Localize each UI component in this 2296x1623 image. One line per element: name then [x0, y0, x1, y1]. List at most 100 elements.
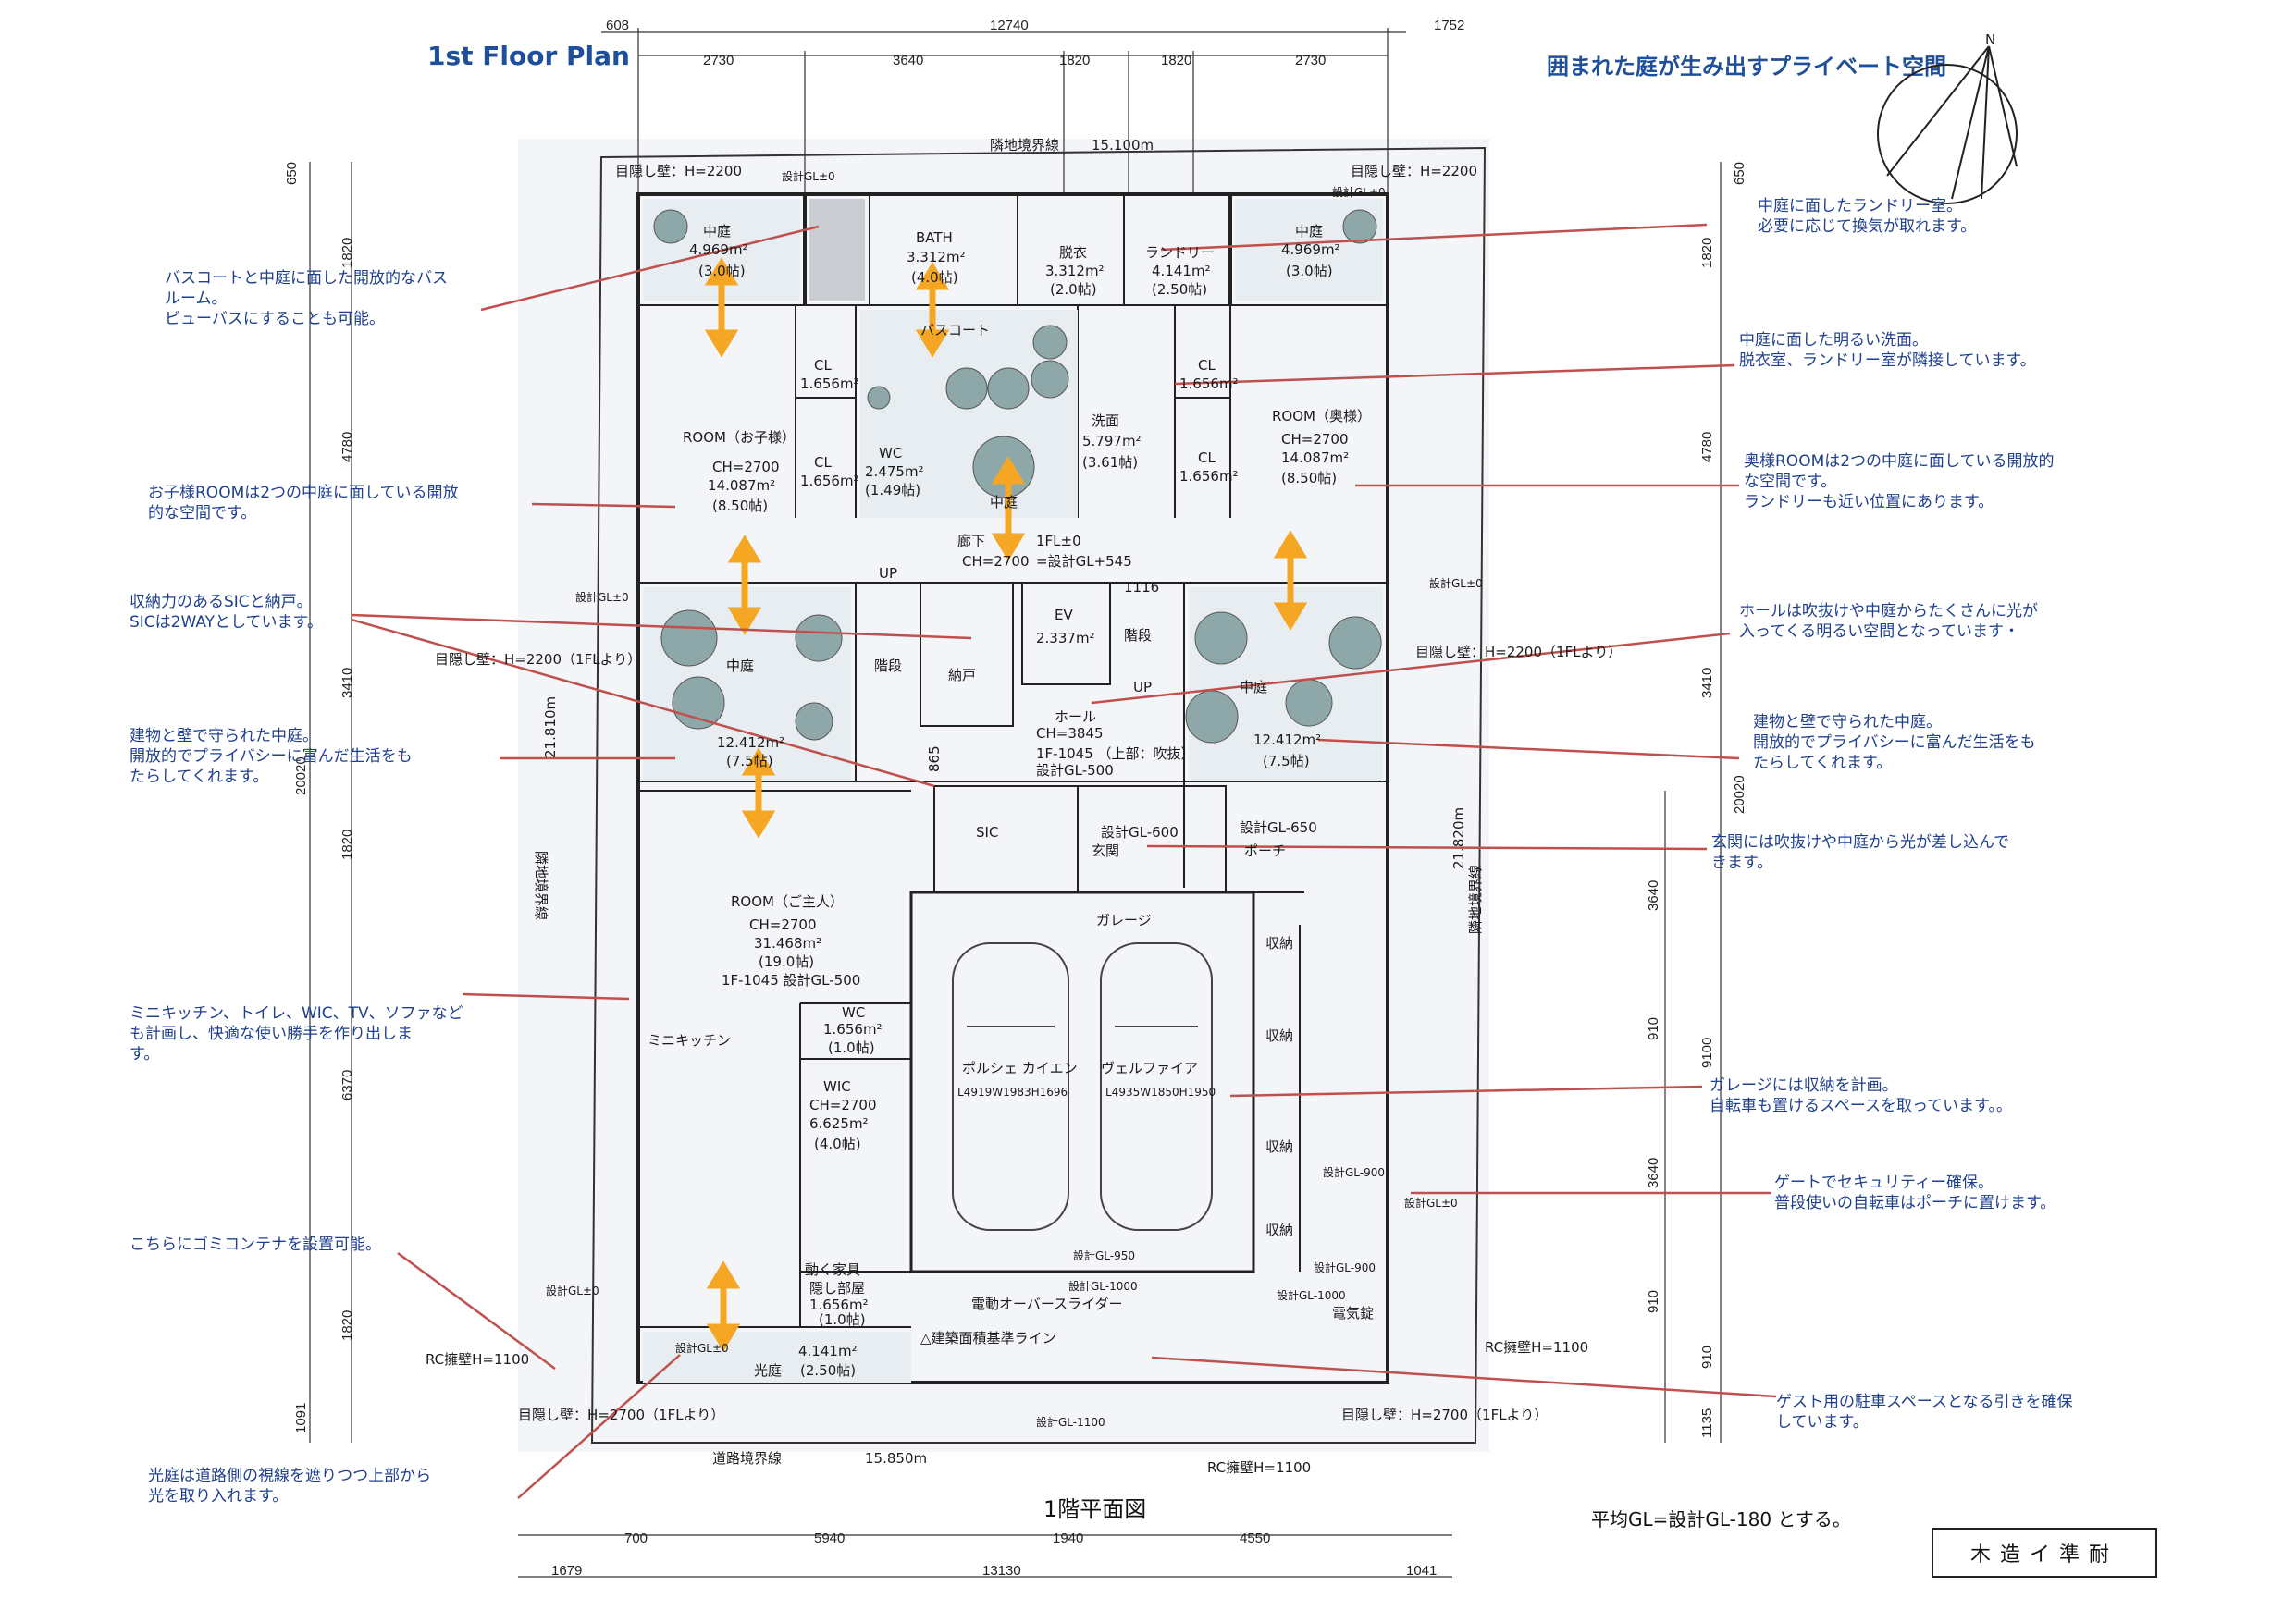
- annotation-master: ミニキッチン、トイレ、WIC、TV、ソファなど も計画し、快適な使い勝手を作り出…: [130, 1004, 463, 1064]
- label-mini-kitchen: ミニキッチン: [648, 1032, 731, 1049]
- room-labels: 中庭 4.969m² (3.0帖) BATH 3.312m² (4.0帖) 脱衣…: [648, 223, 1374, 1379]
- note-screen-ne: 目隠し壁：H=2200: [1351, 163, 1477, 179]
- annotation-kid-room: お子様ROOMは2つの中庭に面している開放 的な空間です。: [148, 484, 459, 523]
- annotation-gate: ゲートでセキュリティー確保。 普段使いの自転車はポーチに置けます。: [1774, 1174, 2056, 1212]
- note-gl0-g: 設計GL±0: [675, 1341, 729, 1355]
- note-screen-w: 目隠し壁：H=2200（1FLより）: [435, 651, 641, 668]
- label-dressing: 脱衣: [1059, 244, 1087, 261]
- annotation-laundry: 中庭に面したランドリー室。 必要に応じて換気が取れます。: [1758, 197, 1977, 236]
- label-light-court-tatami: (2.50帖): [800, 1362, 856, 1379]
- label-kid-room-ch: CH=2700: [712, 459, 780, 475]
- label-entrance: 玄関: [1092, 842, 1119, 859]
- label-bath: BATH: [916, 229, 953, 246]
- dim-right-g: 910: [1646, 1017, 1661, 1040]
- note-gl0-f: 設計GL±0: [1404, 1196, 1458, 1210]
- label-cl-d: CL: [1198, 449, 1216, 466]
- right-boundary-label: 隣地境界線: [1467, 865, 1484, 934]
- dim-right-l: 1135: [1699, 1408, 1715, 1438]
- note-screen-e: 目隠し壁：H=2200（1FLより）: [1415, 644, 1622, 660]
- label-courtyard-nw-area: 4.969m²: [689, 241, 748, 258]
- label-laundry: ランドリー: [1145, 244, 1215, 261]
- note-gl950: 設計GL-950: [1073, 1248, 1135, 1262]
- dim-left-h: 1820: [339, 1310, 355, 1341]
- label-wic-ch: CH=2700: [809, 1097, 877, 1113]
- dim-bot-total: 13130: [982, 1563, 1021, 1579]
- dim-left-i: 1091: [293, 1403, 309, 1433]
- label-courtyard-nw-tatami: (3.0帖): [698, 263, 746, 279]
- label-mid-court: 中庭: [990, 494, 1018, 510]
- label-cl-a-area: 1.656m²: [800, 375, 859, 392]
- dim-top-c: 1820: [1059, 53, 1090, 68]
- label-car1-size: L4919W1983H1696: [957, 1086, 1068, 1099]
- note-gl0-e: 設計GL±0: [546, 1284, 599, 1297]
- label-movable-furniture: 動く家具: [805, 1261, 860, 1278]
- annotation-leaders: [351, 223, 1777, 1499]
- label-wc-a-area: 2.475m²: [865, 463, 924, 480]
- label-shutter: 電動オーバースライダー: [971, 1296, 1123, 1312]
- label-master-level: 1F-1045 設計GL-500: [722, 972, 860, 989]
- label-bath-area: 3.312m²: [907, 249, 966, 265]
- dim-right-c: 4780: [1699, 432, 1715, 462]
- top-boundary-length: 15.100m: [1092, 137, 1154, 154]
- dim-right-j: 910: [1646, 1290, 1661, 1313]
- plan-title: 1st Floor Plan: [427, 41, 630, 71]
- label-wash: 洗面: [1092, 412, 1119, 429]
- label-wc-a: WC: [879, 445, 902, 461]
- label-ev-area: 2.337m²: [1036, 630, 1095, 646]
- note-screen-se: 目隠し壁：H=2700（1FLより）: [1341, 1407, 1548, 1423]
- dim-bot-a: 700: [624, 1531, 648, 1546]
- label-wc-b: WC: [842, 1004, 865, 1021]
- label-entrance-gl: 設計GL-600: [1101, 824, 1179, 841]
- label-car2: ヴェルファイア: [1101, 1060, 1198, 1076]
- label-master-area: 31.468m²: [754, 935, 821, 952]
- label-wash-area: 5.797m²: [1082, 433, 1142, 449]
- note-gl0-c: 設計GL±0: [575, 590, 629, 604]
- label-laundry-area: 4.141m²: [1152, 263, 1211, 279]
- label-court-e: 中庭: [1240, 679, 1267, 695]
- dim-top-d: 1820: [1161, 53, 1191, 68]
- dim-top-b: 3640: [893, 53, 923, 68]
- dim-865: 865: [926, 745, 943, 772]
- bottom-dimensions: [518, 1534, 1452, 1578]
- label-kid-room: ROOM（お子様）: [683, 429, 796, 446]
- label-wic-tatami: (4.0帖): [814, 1136, 861, 1152]
- label-garage-storage-4: 収納: [1265, 1222, 1293, 1238]
- label-court-e-tatami: (7.5帖): [1263, 753, 1310, 769]
- label-cl-c-area: 1.656m²: [1179, 375, 1239, 392]
- plan-name: 1階平面図: [1043, 1496, 1146, 1522]
- label-wife-room: ROOM（奥様）: [1272, 408, 1371, 424]
- dim-right-d: 3410: [1699, 668, 1715, 698]
- label-court-w-tatami: (7.5帖): [726, 753, 773, 769]
- level-notes: 目隠し壁：H=2200 目隠し壁：H=2200 設計GL±0 設計GL±0 設計…: [426, 163, 1622, 1476]
- label-laundry-tatami: (2.50帖): [1152, 281, 1207, 298]
- label-area-line: △建築面積基準ライン: [920, 1330, 1056, 1346]
- note-gl1000-a: 設計GL-1000: [1068, 1279, 1138, 1293]
- dim-top-left: 608: [606, 18, 629, 33]
- dim-top-e: 2730: [1295, 53, 1326, 68]
- label-cl-b-area: 1.656m²: [800, 473, 859, 489]
- dim-right-f: 3640: [1646, 880, 1661, 911]
- label-1fl: 1FL±0: [1036, 533, 1081, 549]
- dim-bot-left: 1679: [551, 1563, 582, 1579]
- dim-bot-d: 4550: [1240, 1531, 1270, 1546]
- label-wc-b-area: 1.656m²: [823, 1021, 883, 1038]
- annotation-wash: 中庭に面した明るい洗面。 脱衣室、ランドリー室が隣接しています。: [1739, 331, 2036, 370]
- label-wic: WIC: [823, 1078, 851, 1095]
- left-boundary-label: 隣地境界線: [533, 851, 549, 920]
- annotation-courtyard-e: 建物と壁で守られた中庭。 開放的でプライバシーに富んだ生活をも たらしてくれます…: [1753, 713, 2036, 772]
- dim-bot-right: 1041: [1406, 1563, 1437, 1579]
- label-cl-a: CL: [814, 357, 832, 374]
- dim-right-e: 20020: [1732, 775, 1747, 814]
- annotation-sic: 収納力のあるSICと納戸。 SICは2WAYとしています。: [130, 593, 323, 632]
- note-screen-nw: 目隠し壁：H=2200: [615, 163, 742, 179]
- bottom-boundary-label: 道路境界線: [712, 1450, 782, 1467]
- plan-subtitle: 囲まれた庭が生み出すプライベート空間: [1547, 54, 1946, 80]
- label-courtyard-ne-area: 4.969m²: [1281, 241, 1340, 258]
- label-master: ROOM（ご主人）: [731, 893, 844, 910]
- left-side-length: 21.810m: [542, 696, 559, 758]
- left-dimensions: [309, 162, 352, 1443]
- label-wic-area: 6.625m²: [809, 1115, 869, 1132]
- label-garage-storage-2: 収納: [1265, 1027, 1293, 1044]
- dim-left-f: 1820: [339, 830, 355, 860]
